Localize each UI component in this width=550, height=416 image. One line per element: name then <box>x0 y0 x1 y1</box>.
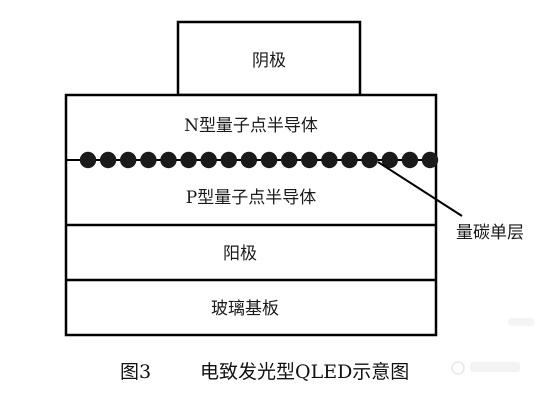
n-type-label: N型量子点半导体 <box>184 116 318 136</box>
quantum-dot <box>321 151 338 169</box>
quantum-dot <box>220 151 237 169</box>
callout-leader-line <box>377 161 463 217</box>
p-type-label: P型量子点半导体 <box>186 188 316 208</box>
layer-stack-frame <box>64 93 438 337</box>
cathode-label: 阴极 <box>252 51 286 71</box>
substrate-label: 玻璃基板 <box>211 299 279 319</box>
watermark-icon <box>451 318 534 375</box>
cathode-layer <box>176 20 362 97</box>
quantum-dot <box>381 151 398 169</box>
quantum-dot <box>361 151 378 169</box>
quantum-dot <box>120 151 137 169</box>
anode-label: 阳极 <box>223 244 257 264</box>
figure-number: 图3 <box>120 361 151 383</box>
quantum-dot <box>260 151 278 169</box>
quantum-dot <box>160 151 177 169</box>
figure-title: 电致发光型QLED示意图 <box>200 361 409 383</box>
quantum-dot <box>240 151 258 169</box>
quantum-dot <box>140 151 157 169</box>
quantum-dot-row <box>79 151 439 169</box>
quantum-dot <box>180 151 197 169</box>
quantum-dot <box>200 151 217 169</box>
quantum-dot <box>421 151 439 169</box>
callout-label: 量碳单层 <box>456 223 524 243</box>
quantum-dot <box>341 151 358 169</box>
quantum-dot <box>281 151 298 169</box>
quantum-dot <box>99 151 117 169</box>
quantum-dot <box>79 151 97 169</box>
quantum-dot <box>301 151 318 169</box>
quantum-dot <box>401 151 419 169</box>
